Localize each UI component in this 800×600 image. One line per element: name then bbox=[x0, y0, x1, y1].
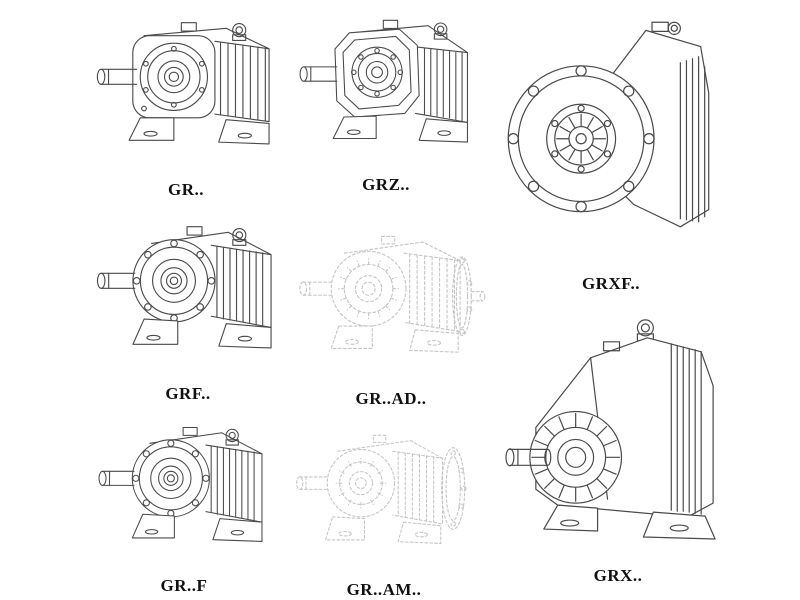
technical-drawing bbox=[88, 4, 284, 179]
figure-label: GR..F bbox=[160, 575, 208, 595]
figure-grf-foot: GR..F bbox=[92, 410, 276, 595]
technical-drawing bbox=[292, 6, 480, 174]
figure-grf: GRF.. bbox=[90, 208, 286, 404]
figure-grad: GR..AD.. bbox=[292, 214, 490, 408]
technical-drawing bbox=[90, 208, 286, 383]
technical-drawing bbox=[292, 214, 490, 388]
figure-label: GRXF.. bbox=[581, 274, 641, 294]
technical-drawing bbox=[496, 298, 740, 565]
figure-grx: GRX.. bbox=[496, 298, 740, 586]
figure-gram: GR..AM.. bbox=[290, 414, 478, 600]
figure-label: GR..AD.. bbox=[355, 388, 427, 408]
technical-drawing bbox=[492, 2, 730, 273]
figure-label: GRF.. bbox=[165, 384, 211, 404]
figure-label: GR..AM.. bbox=[346, 579, 422, 599]
figure-label: GR.. bbox=[168, 180, 204, 200]
figure-grz: GRZ.. bbox=[292, 6, 480, 195]
figure-grxf: GRXF.. bbox=[492, 2, 730, 294]
figure-gr: GR.. bbox=[88, 4, 284, 200]
technical-drawing bbox=[92, 410, 276, 575]
figure-label: GRX.. bbox=[593, 565, 643, 585]
figure-label: GRZ.. bbox=[362, 175, 410, 195]
technical-drawing bbox=[290, 414, 478, 579]
